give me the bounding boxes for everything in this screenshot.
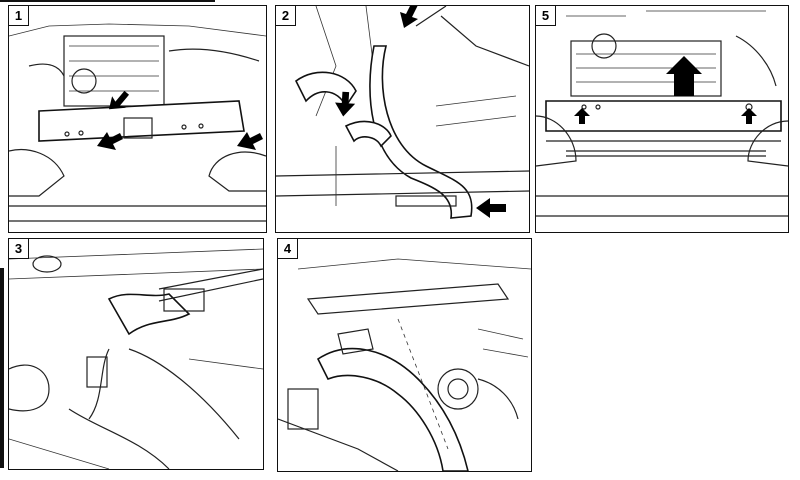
panel-number: 3: [9, 239, 29, 259]
panel-number: 2: [276, 6, 296, 26]
top-page-edge: [0, 0, 215, 2]
left-page-edge: [0, 268, 4, 468]
sensor-connector-illustration: [9, 248, 263, 469]
panel-number: 5: [536, 6, 556, 26]
panel-4: 4: [277, 238, 532, 472]
panel-5: 5: [535, 5, 789, 233]
thermostat-housing-illustration: [278, 258, 531, 471]
radiator-hose-illustration: [276, 6, 529, 219]
panel-number: 4: [278, 239, 298, 259]
panel-number: 1: [9, 6, 29, 26]
front-panel-illustration: [536, 10, 788, 217]
panel-2: 2: [275, 5, 530, 233]
panel-1: 1: [8, 5, 267, 233]
engine-bay-illustration: [9, 23, 266, 222]
panel-3: 3: [8, 238, 264, 470]
